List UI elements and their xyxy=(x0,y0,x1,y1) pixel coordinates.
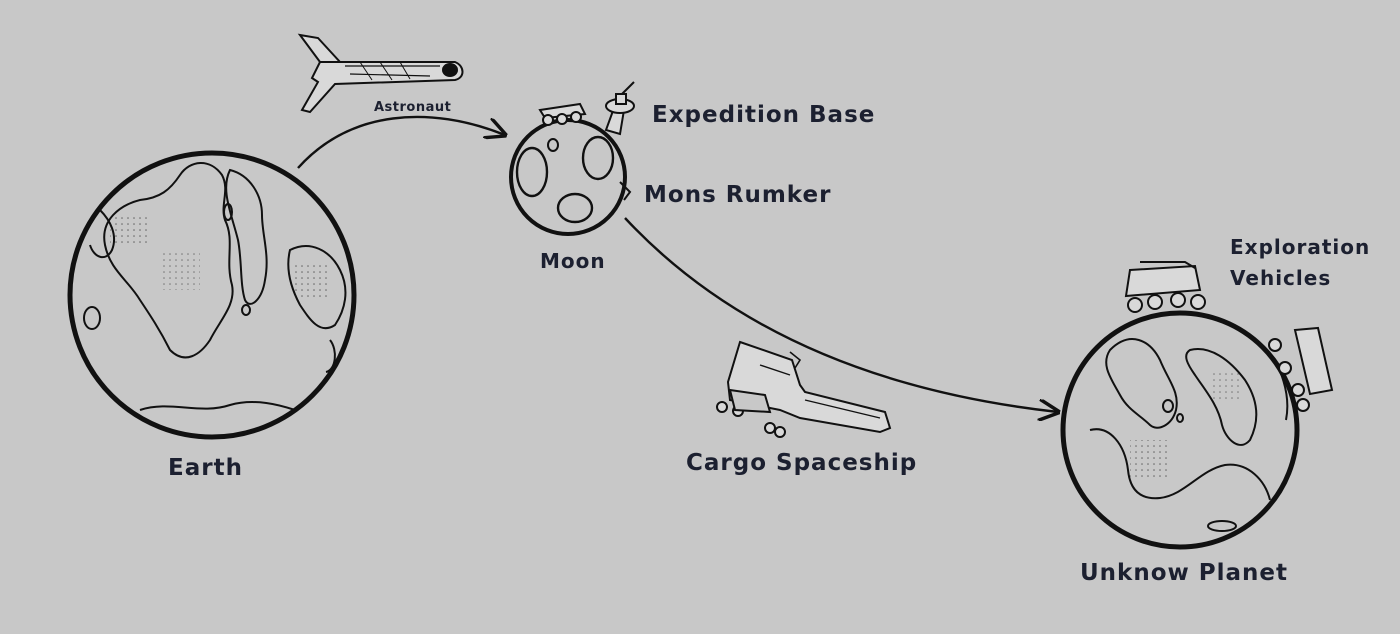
mons-rumker-label: Mons Rumker xyxy=(644,182,832,208)
astronaut-label: Astronaut xyxy=(374,100,452,115)
moon-to-planet-arrow xyxy=(624,217,1058,412)
earth-label: Earth xyxy=(168,455,243,481)
cargo-spaceship-label: Cargo Spaceship xyxy=(686,450,918,476)
space-shuttle-icon xyxy=(297,33,464,114)
base-tower-icon xyxy=(604,81,635,136)
cargo-spaceship-icon xyxy=(716,340,892,438)
earth-to-moon-arrow xyxy=(297,115,505,169)
earth-icon xyxy=(67,150,357,440)
rover-icon xyxy=(1268,326,1334,412)
unknown-planet-icon xyxy=(1060,310,1300,550)
unknown-planet-label: Unknow Planet xyxy=(1080,560,1289,586)
rover-icon xyxy=(538,102,587,126)
moon-label: Moon xyxy=(540,249,606,273)
exploration-vehicles-label-line1: Exploration xyxy=(1230,235,1371,259)
expedition-base-label: Expedition Base xyxy=(652,102,876,128)
moon-icon xyxy=(509,118,632,236)
exploration-vehicles-label-line2: Vehicles xyxy=(1230,266,1332,290)
rover-icon xyxy=(1124,261,1206,313)
